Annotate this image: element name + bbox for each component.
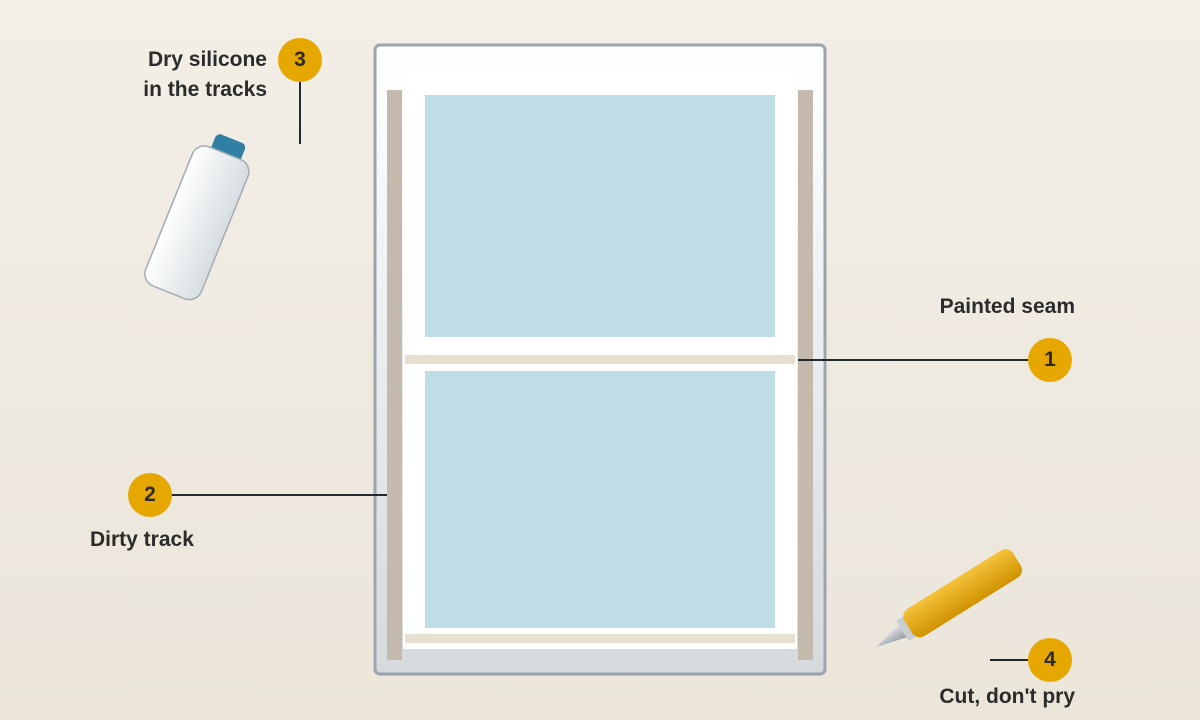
callout-number-2: 2 — [144, 483, 156, 506]
callout-label-cut-dont-pry: Cut, don't pry — [939, 685, 1075, 708]
callout-badge-3: 3 — [278, 38, 322, 82]
lower-glass-pane — [425, 371, 775, 628]
right-track — [798, 90, 813, 660]
silicone-spray-bottle-icon — [144, 134, 250, 301]
left-track — [387, 90, 402, 660]
callout-label-painted-seam: Painted seam — [939, 295, 1075, 318]
callout-badge-4: 4 — [1028, 638, 1072, 682]
meeting-rail-seam — [405, 355, 795, 364]
upper-glass-pane — [425, 95, 775, 337]
utility-knife-icon — [876, 549, 1022, 648]
bottom-rail-seam — [405, 634, 795, 643]
callout-number-3: 3 — [294, 48, 306, 71]
callout-number-1: 1 — [1044, 348, 1056, 371]
callout-label-dirty-track: Dirty track — [90, 528, 194, 551]
callout-label-dry-silicone-line2: in the tracks — [143, 78, 267, 101]
callout-badge-1: 1 — [1028, 338, 1072, 382]
callout-label-dry-silicone-line1: Dry silicone — [147, 48, 267, 71]
callout-badge-2: 2 — [128, 473, 172, 517]
callout-number-4: 4 — [1044, 648, 1056, 671]
